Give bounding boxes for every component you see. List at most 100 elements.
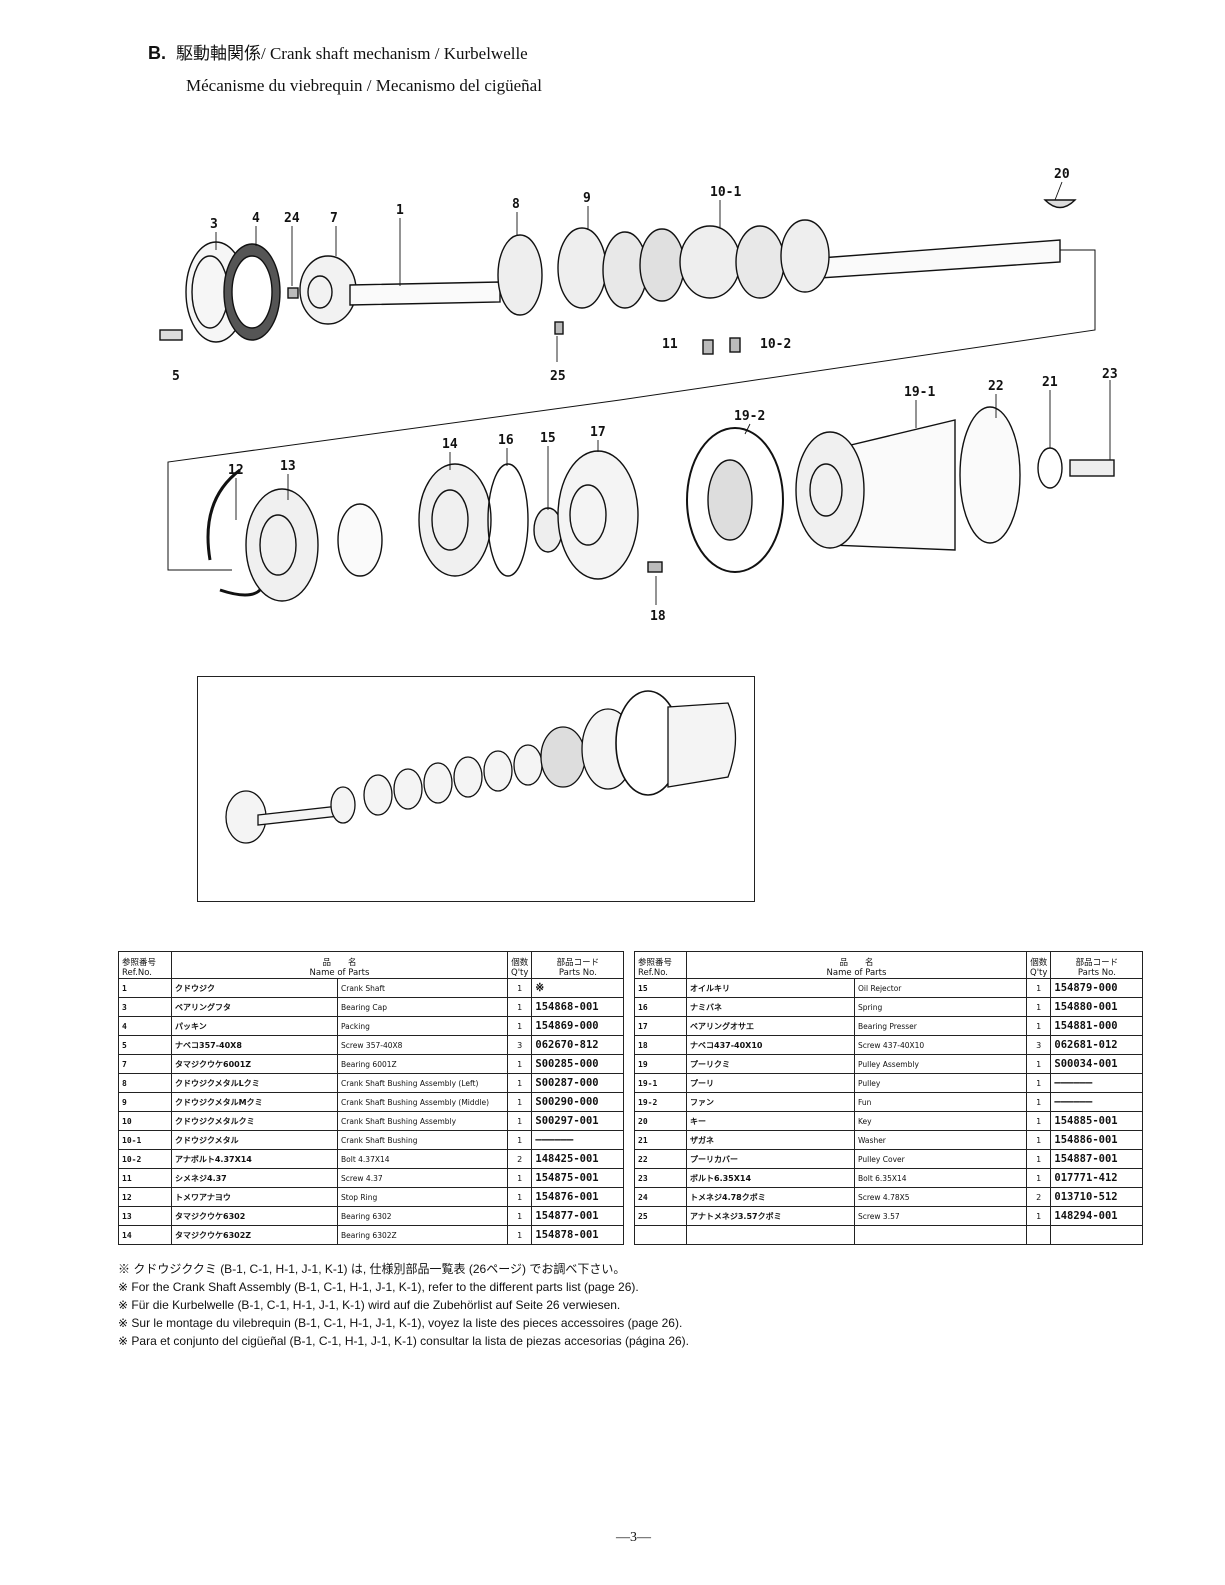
callout-25: 25 (550, 369, 566, 384)
parts-no-cell: S00287-000 (531, 1073, 625, 1093)
name-jp-cell (686, 1225, 855, 1245)
parts-no-cell: 154868-001 (531, 997, 625, 1017)
title-line-1: B.駆動軸関係/ Crank shaft mechanism / Kurbelw… (148, 40, 542, 67)
name-jp-cell: ナベコ437-40X10 (686, 1035, 855, 1055)
parts-no-cell: 013710-512 (1050, 1187, 1144, 1207)
ref-no-cell: 8 (118, 1073, 172, 1093)
qty-cell: 1 (506, 1225, 533, 1245)
name-jp-cell: ファン (686, 1092, 855, 1112)
name-en-cell: Pulley Assembly (854, 1054, 1027, 1074)
name-en-cell: Crank Shaft Bushing Assembly (337, 1111, 508, 1131)
callout-12: 12 (228, 463, 244, 478)
name-jp-cell: ナミバネ (686, 997, 855, 1017)
callout-16: 16 (498, 433, 514, 448)
ref-no-cell: 11 (118, 1168, 172, 1188)
parts-no-cell: 154876-001 (531, 1187, 625, 1207)
callout-4: 4 (252, 211, 260, 226)
callout-19-2: 19-2 (734, 409, 765, 424)
name-en-cell: Oil Rejector (854, 978, 1027, 998)
name-en-cell: Pulley (854, 1073, 1027, 1093)
name-jp-cell: プーリクミ (686, 1054, 855, 1074)
ref-no-cell: 3 (118, 997, 172, 1017)
callout-22: 22 (988, 379, 1004, 394)
name-jp-cell: キー (686, 1111, 855, 1131)
ref-no-cell: 19-1 (634, 1073, 687, 1093)
name-jp-cell: トメワアナヨウ (171, 1187, 338, 1207)
bushing-10-1 (679, 225, 741, 299)
name-en-cell: Screw 4.37 (337, 1168, 508, 1188)
name-en-cell: Crank Shaft Bushing Assembly (Middle) (337, 1092, 508, 1112)
ref-no-cell: 1 (118, 978, 172, 998)
title-text-1: 駆動軸関係/ Crank shaft mechanism / Kurbelwel… (176, 44, 528, 63)
ref-no-cell: 19 (634, 1054, 687, 1074)
qty-cell: 2 (506, 1149, 533, 1169)
name-jp-cell: クドウジクメタルクミ (171, 1111, 338, 1131)
callout-23: 23 (1102, 367, 1118, 382)
bearing-13 (245, 488, 319, 602)
parts-no-cell: S00034-001 (1050, 1054, 1144, 1074)
name-en-cell: Washer (854, 1130, 1027, 1150)
qty-cell: 1 (1025, 1054, 1052, 1074)
parts-no-cell: 154885-001 (1050, 1111, 1144, 1131)
qty-cell: 1 (1025, 1111, 1052, 1131)
name-en-cell: Stop Ring (337, 1187, 508, 1207)
qty-cell: 1 (506, 1054, 533, 1074)
qty-cell: 1 (1025, 978, 1052, 998)
name-jp-cell: タマジクウケ6302Z (171, 1225, 338, 1245)
name-jp-cell: ナベコ357-40X8 (171, 1035, 338, 1055)
parts-no-cell: 154877-001 (531, 1206, 625, 1226)
screw-24 (287, 287, 299, 299)
footnote-jp: ※ クドウジククミ (B-1, C-1, H-1, J-1, K-1) は, 仕… (118, 1262, 626, 1276)
parts-no-cell: 154881-000 (1050, 1016, 1144, 1036)
callout-1: 1 (396, 203, 404, 218)
callout-21: 21 (1042, 375, 1058, 390)
name-jp-cell: ベアリングフタ (171, 997, 338, 1017)
callout-15: 15 (540, 431, 556, 446)
qty-cell: 1 (506, 1130, 533, 1150)
name-en-cell: Crank Shaft Bushing (337, 1130, 508, 1150)
footnotes: ※ クドウジククミ (B-1, C-1, H-1, J-1, K-1) は, 仕… (118, 1260, 689, 1350)
name-jp-cell: クドウジク (171, 978, 338, 998)
qty-cell: 1 (1025, 1092, 1052, 1112)
parts-no-cell: ―――――― (531, 1130, 625, 1150)
qty-cell: 1 (506, 1092, 533, 1112)
assembled-view-inset (197, 676, 755, 902)
footnote-es: ※ Para et conjunto del cigüeñal (B-1, C-… (118, 1334, 689, 1348)
ref-no-cell: 22 (634, 1149, 687, 1169)
name-en-cell: Fun (854, 1092, 1027, 1112)
ref-no-cell: 25 (634, 1206, 687, 1226)
name-jp-cell: ボルト6.35X14 (686, 1168, 855, 1188)
parts-no-cell: 154880-001 (1050, 997, 1144, 1017)
ref-no-cell: 24 (634, 1187, 687, 1207)
callout-5: 5 (172, 369, 180, 384)
parts-no-cell: ―――――― (1050, 1073, 1144, 1093)
parts-no-cell: 148294-001 (1050, 1206, 1144, 1226)
ref-no-cell: 10-2 (118, 1149, 172, 1169)
screw-11 (702, 339, 714, 355)
washer-21 (1037, 447, 1063, 489)
screw-25 (554, 321, 564, 335)
parts-no-cell: S00290-000 (531, 1092, 625, 1112)
name-jp-cell: クドウジクメタル (171, 1130, 338, 1150)
callout-20: 20 (1054, 167, 1070, 182)
qty-cell: 1 (1025, 1073, 1052, 1093)
ref-no-cell: 9 (118, 1092, 172, 1112)
crank-shaft-rear (819, 239, 1061, 279)
bolt-23 (1069, 459, 1115, 477)
